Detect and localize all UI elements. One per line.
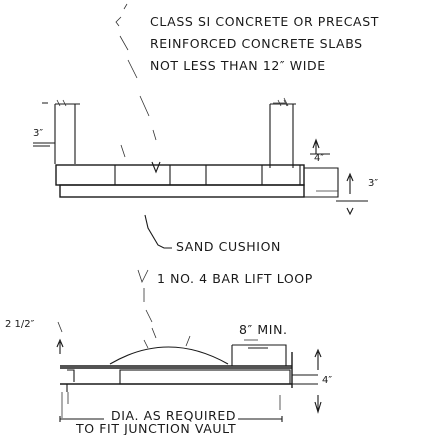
lift-loop-arc: [109, 346, 229, 365]
dim-3-right: 3″: [368, 178, 378, 189]
min-8-label: 8″ MIN.: [239, 322, 288, 337]
upper-section: 3″ 4″ 3″: [33, 97, 378, 216]
base-plate: [59, 184, 305, 198]
class-note-line-2: REINFORCED CONCRETE SLABS: [150, 36, 363, 51]
class-note-arrowhead: [151, 161, 161, 174]
dia-note-line-1: DIA. AS REQUIRED: [111, 408, 236, 423]
dia-note-line-2: TO FIT JUNCTION VAULT: [75, 421, 236, 435]
dim-4-top: 4″: [314, 153, 324, 164]
dia-dimension-line: [59, 416, 283, 422]
sand-cushion-label: SAND CUSHION: [176, 239, 281, 254]
slab-row: [55, 164, 305, 186]
left-block: [42, 102, 80, 164]
lift-loop-label: 1 NO. 4 BAR LIFT LOOP: [157, 271, 313, 286]
right-block: [269, 103, 296, 168]
lower-section: 2 1/2″ 8″ MIN. 4″: [5, 319, 332, 422]
class-note-line-3: NOT LESS THAN 12″ WIDE: [150, 58, 326, 73]
class-note-line-1: CLASS SI CONCRETE OR PRECAST: [150, 14, 379, 29]
dim-2-half: 2 1/2″: [5, 319, 35, 330]
dim-3-left: 3″: [33, 128, 43, 139]
dim-4-bottom: 4″: [322, 375, 332, 386]
class-note-leader: [115, 3, 157, 141]
sand-cushion-leader: [144, 214, 172, 249]
lower-slab: [60, 352, 293, 388]
lift-loop-leader: [143, 288, 157, 339]
class-note: CLASS SI CONCRETE OR PRECAST REINFORCED …: [150, 14, 379, 73]
